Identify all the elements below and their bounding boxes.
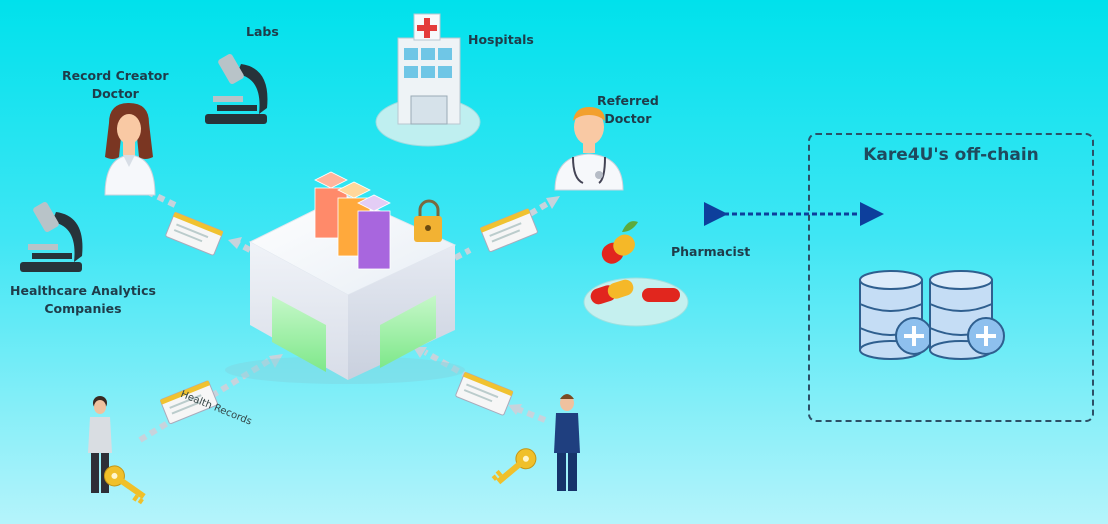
labs-label: Labs [246, 24, 279, 39]
data-stacks [314, 171, 391, 270]
database-icon [859, 270, 1005, 360]
record-creator-label: Record Creator Doctor [62, 68, 169, 101]
key-icon [103, 465, 146, 505]
pharmacist-label: Pharmacist [671, 244, 751, 259]
pills-icon [583, 221, 689, 327]
person-icon [554, 394, 580, 491]
microscope-icon [20, 201, 83, 272]
doctor-icon [104, 103, 156, 196]
offchain-panel: Kare4U's off-chain [808, 133, 1094, 422]
offchain-title: Kare4U's off-chain [863, 145, 1039, 165]
hospital-icon [375, 13, 481, 147]
key-icon [491, 448, 537, 485]
referred-doctor-label: Referred Doctor [597, 93, 659, 126]
microscope-icon [205, 53, 268, 124]
analytics-label: Healthcare Analytics Companies [10, 283, 156, 316]
hospitals-label: Hospitals [468, 32, 534, 47]
lock-icon [414, 199, 442, 242]
doctor-icon [554, 107, 624, 191]
document-icons [160, 208, 538, 425]
